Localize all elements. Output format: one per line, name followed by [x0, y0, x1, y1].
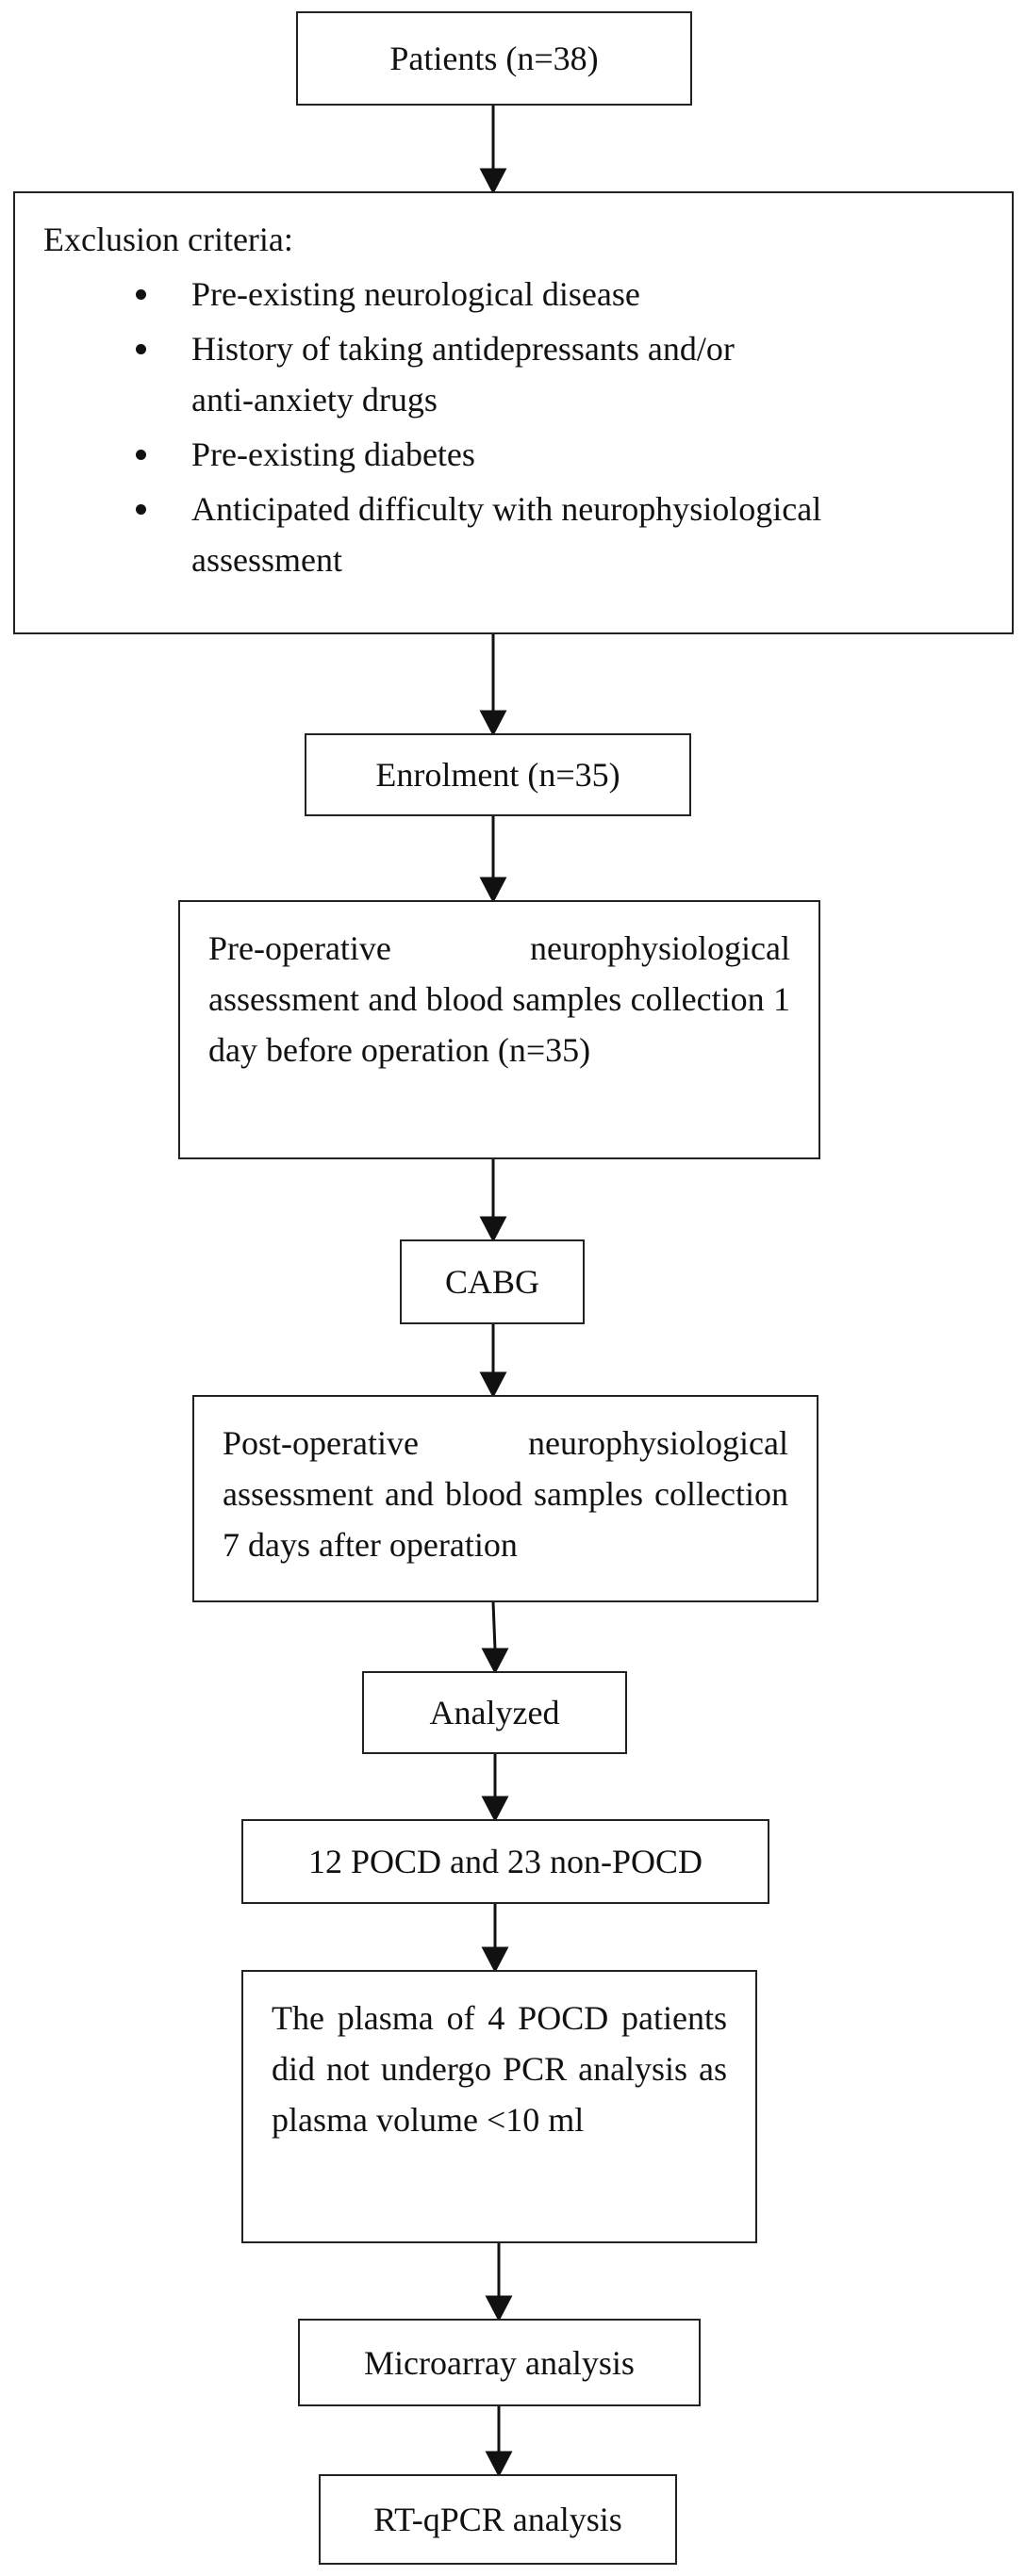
microarray-label: Microarray analysis	[364, 2343, 635, 2382]
rtqpcr-label: RT-qPCR analysis	[373, 2501, 622, 2538]
preop-assessment-text: Pre-operative neurophysiological assessm…	[208, 929, 790, 1069]
exclusion-item-text: Anticipated difficulty with neurophysiol…	[191, 490, 822, 528]
postop-assessment-box: Post-operative neurophysiological assess…	[192, 1395, 818, 1602]
exclusion-item: Pre-existing diabetes	[43, 429, 1012, 480]
exclusion-item-text-continued: assessment	[191, 541, 342, 579]
groups-label: 12 POCD and 23 non-POCD	[307, 1843, 703, 1880]
analyzed-label: Analyzed	[429, 1694, 560, 1731]
patients-label: Patients (n=38)	[389, 40, 599, 77]
preop-assessment-box: Pre-operative neurophysiological assessm…	[178, 900, 820, 1159]
plasma-note-text: The plasma of 4 POCD patients did not un…	[272, 1999, 727, 2139]
enrolment-label: Enrolment (n=35)	[375, 756, 620, 794]
analyzed-box: Analyzed	[362, 1671, 627, 1754]
exclusion-item: Anticipated difficulty with neurophysiol…	[43, 484, 1012, 585]
postop-assessment-text: Post-operative neurophysiological assess…	[223, 1424, 788, 1564]
exclusion-criteria-box: Exclusion criteria: Pre-existing neurolo…	[13, 191, 1014, 634]
cabg-label: CABG	[444, 1263, 540, 1301]
bullet-icon	[136, 450, 146, 460]
bullet-icon	[136, 504, 146, 515]
exclusion-item: History of taking antidepressants and/or…	[43, 323, 1012, 425]
arrow-postop-to-analyzed	[491, 1601, 497, 1650]
exclusion-item-text: Pre-existing neurological disease	[191, 275, 640, 313]
bullet-icon	[136, 289, 146, 300]
exclusion-item: Pre-existing neurological disease	[43, 269, 1012, 320]
cabg-box: CABG	[400, 1239, 585, 1324]
exclusion-item-text-continued: anti-anxiety drugs	[191, 381, 438, 418]
groups-box: 12 POCD and 23 non-POCD	[241, 1819, 769, 1904]
rtqpcr-box: RT-qPCR analysis	[319, 2474, 677, 2565]
exclusion-criteria-title: Exclusion criteria:	[43, 221, 293, 258]
plasma-note-box: The plasma of 4 POCD patients did not un…	[241, 1970, 757, 2243]
exclusion-item-text: History of taking antidepressants and/or	[191, 330, 735, 368]
patients-box: Patients (n=38)	[296, 11, 692, 106]
bullet-icon	[136, 344, 146, 354]
microarray-box: Microarray analysis	[298, 2319, 701, 2406]
exclusion-item-text: Pre-existing diabetes	[191, 435, 475, 473]
exclusion-criteria-list: Pre-existing neurological disease Histor…	[43, 269, 1012, 585]
enrolment-box: Enrolment (n=35)	[305, 733, 691, 816]
